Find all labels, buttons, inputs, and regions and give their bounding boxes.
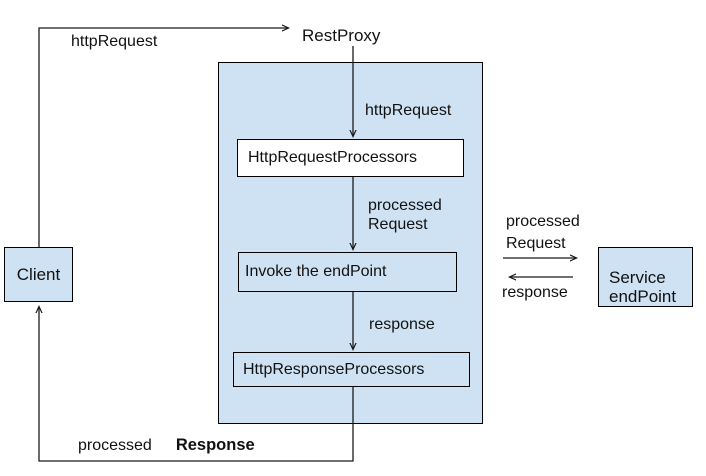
- service-endpoint-line2: endPoint: [609, 286, 677, 306]
- node-http-request-processors: HttpRequestProcessors: [237, 139, 464, 177]
- node-http-response-processors-label: HttpResponseProcessors: [243, 360, 425, 378]
- edge-label-requestprocessors-to-invoke: processed Request: [368, 196, 442, 234]
- edge-label-responseprocessors-to-client: processed Response: [78, 436, 255, 456]
- node-http-request-processors-label: HttpRequestProcessors: [248, 149, 417, 166]
- node-invoke-endpoint: Invoke the endPoint: [238, 252, 457, 292]
- service-endpoint-line1: Service: [609, 267, 666, 287]
- edge-label-processed-bottom: processed: [78, 437, 152, 454]
- node-service-endpoint: Service endPoint: [598, 247, 693, 307]
- node-service-endpoint-label: Service endPoint: [609, 268, 676, 306]
- edge-label-invoke-to-service: processed Request: [506, 211, 580, 255]
- node-rest-proxy: RestProxy: [302, 26, 380, 46]
- edge-label-processed-right: processed: [506, 213, 580, 230]
- edge-label-service-to-invoke: response: [502, 284, 568, 301]
- node-client: Client: [4, 247, 73, 302]
- edge-label-processed: processed: [368, 197, 442, 214]
- edge-label-client-to-restproxy: httpRequest: [71, 33, 158, 50]
- node-http-response-processors: HttpResponseProcessors: [233, 352, 470, 387]
- edge-label-response-bottom: Response: [175, 436, 255, 454]
- node-client-label: Client: [16, 264, 61, 284]
- edge-label-request: Request: [368, 216, 428, 234]
- edge-label-request-right: Request: [506, 235, 566, 253]
- edge-label-invoke-to-responseprocessors: response: [369, 316, 435, 333]
- node-rest-proxy-label: RestProxy: [302, 26, 381, 45]
- edge-label-restproxy-to-requestprocessors: httpRequest: [365, 102, 452, 119]
- node-invoke-endpoint-label: Invoke the endPoint: [245, 263, 387, 280]
